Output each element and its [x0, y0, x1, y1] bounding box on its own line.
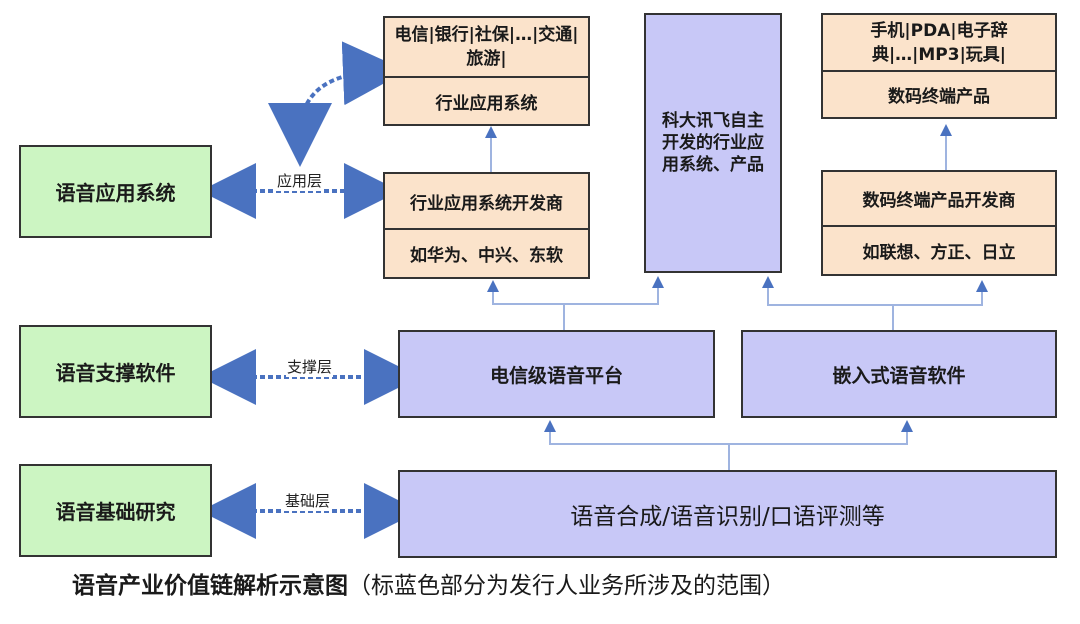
industry-dev-box: 行业应用系统开发商 如华为、中兴、东软	[383, 172, 590, 279]
embedded-software-label: 嵌入式语音软件	[832, 364, 966, 387]
foundation-layer-box: 语音基础研究	[19, 464, 212, 557]
foundation-layer-label: 语音基础研究	[55, 500, 176, 524]
digital-products-title: 数码终端产品	[823, 70, 1055, 117]
digital-products-list: 手机|PDA|电子辞典|…|MP3|玩具|	[870, 20, 1008, 65]
industry-dev-title: 行业应用系统开发商	[410, 193, 563, 214]
foundation-tech-label: 语音合成/语音识别/口语评测等	[570, 504, 885, 530]
digital-dev-title: 数码终端产品开发商	[862, 191, 1016, 211]
embedded-software-box: 嵌入式语音软件	[741, 330, 1057, 418]
telecom-platform-box: 电信级语音平台	[398, 330, 715, 418]
arrowhead	[762, 276, 774, 288]
arrowhead	[976, 280, 988, 292]
curved-arrow	[268, 41, 407, 167]
support-layer-label: 语音支撑软件	[55, 361, 176, 385]
support-layer-name: 支撑层	[286, 356, 334, 377]
digital-dev-box: 数码终端产品开发商 如联想、方正、日立	[821, 170, 1057, 276]
figure-caption: 语音产业价值链解析示意图（标蓝色部分为发行人业务所涉及的范围）	[72, 566, 785, 600]
telecom-branch-connector	[492, 284, 659, 330]
application-layer-box: 语音应用系统	[19, 145, 212, 238]
iflytek-products-box: 科大讯飞自主开发的行业应用系统、产品	[644, 13, 782, 273]
industry-dev-examples: 如华为、中兴、东软	[385, 228, 588, 277]
foundation-branch-connector	[549, 428, 908, 470]
industry-list: 电信|银行|社保|…|交通|旅游|	[394, 25, 579, 69]
caption-note: （标蓝色部分为发行人业务所涉及的范围）	[348, 573, 785, 599]
arrowhead	[544, 420, 556, 432]
embedded-branch-connector	[767, 284, 983, 330]
arrowhead	[485, 126, 497, 138]
telecom-platform-label: 电信级语音平台	[489, 364, 623, 387]
digital-products-box: 手机|PDA|电子辞典|…|MP3|玩具| 数码终端产品	[821, 13, 1057, 119]
iflytek-products-label: 科大讯飞自主开发的行业应用系统、产品	[662, 111, 764, 175]
caption-title: 语音产业价值链解析示意图	[72, 573, 348, 599]
foundation-layer-name: 基础层	[284, 490, 332, 511]
industry-apps-title: 行业应用系统	[385, 76, 588, 124]
support-layer-box: 语音支撑软件	[19, 325, 212, 418]
digital-dev-examples: 如联想、方正、日立	[823, 225, 1055, 274]
arrowhead	[901, 420, 913, 432]
foundation-tech-box: 语音合成/语音识别/口语评测等	[398, 470, 1057, 558]
arrowhead	[940, 124, 952, 136]
application-layer-name: 应用层	[276, 170, 324, 191]
arrowhead	[652, 276, 664, 288]
application-layer-label: 语音应用系统	[55, 181, 176, 205]
industry-apps-box: 电信|银行|社保|…|交通|旅游| 行业应用系统	[383, 16, 590, 126]
arrowhead	[487, 280, 499, 292]
